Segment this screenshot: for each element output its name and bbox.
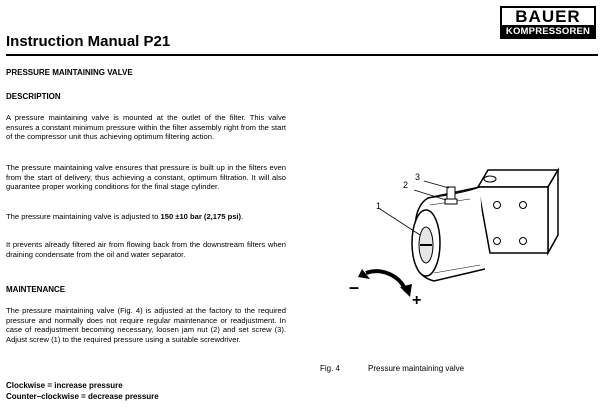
figure-label: Fig. 4: [320, 364, 341, 373]
valve-illustration: [358, 167, 560, 297]
description-paragraph-2: The pressure maintaining valve ensures t…: [6, 163, 286, 191]
plus-sign: +: [412, 292, 422, 309]
adjust-text: The pressure maintaining valve is adjust…: [6, 212, 161, 221]
description-heading: DESCRIPTION: [6, 92, 61, 101]
clockwise-note: Clockwise = increase pressure: [6, 381, 123, 390]
counter-clockwise-note: Counter–clockwise = decrease pressure: [6, 392, 159, 401]
header-rule: [6, 54, 598, 56]
callout-3: 3: [415, 172, 421, 182]
logo-kompressoren-text: KOMPRESSOREN: [500, 25, 596, 39]
description-paragraph-3: The pressure maintaining valve is adjust…: [6, 212, 286, 222]
minus-sign: –: [349, 277, 360, 297]
callout-1: 1: [376, 201, 382, 211]
callout-2: 2: [403, 180, 409, 190]
bauer-logo: BAUER KOMPRESSOREN: [500, 6, 596, 40]
description-paragraph-4: It prevents already filtered air from fl…: [6, 240, 286, 259]
figure-caption: Pressure maintaining valve: [368, 364, 465, 373]
maintenance-heading: MAINTENANCE: [6, 285, 66, 294]
description-paragraph-1: A pressure maintaining valve is mounted …: [6, 113, 286, 141]
page-title: Instruction Manual P21: [6, 33, 171, 50]
maintenance-paragraph: The pressure maintaining valve (Fig. 4) …: [6, 306, 286, 344]
logo-bauer-text: BAUER: [500, 6, 596, 25]
pressure-value: 150 ±10 bar (2,175 psi): [160, 212, 242, 221]
main-heading: PRESSURE MAINTAINING VALVE: [6, 68, 133, 77]
adjust-suffix: .: [241, 212, 244, 221]
